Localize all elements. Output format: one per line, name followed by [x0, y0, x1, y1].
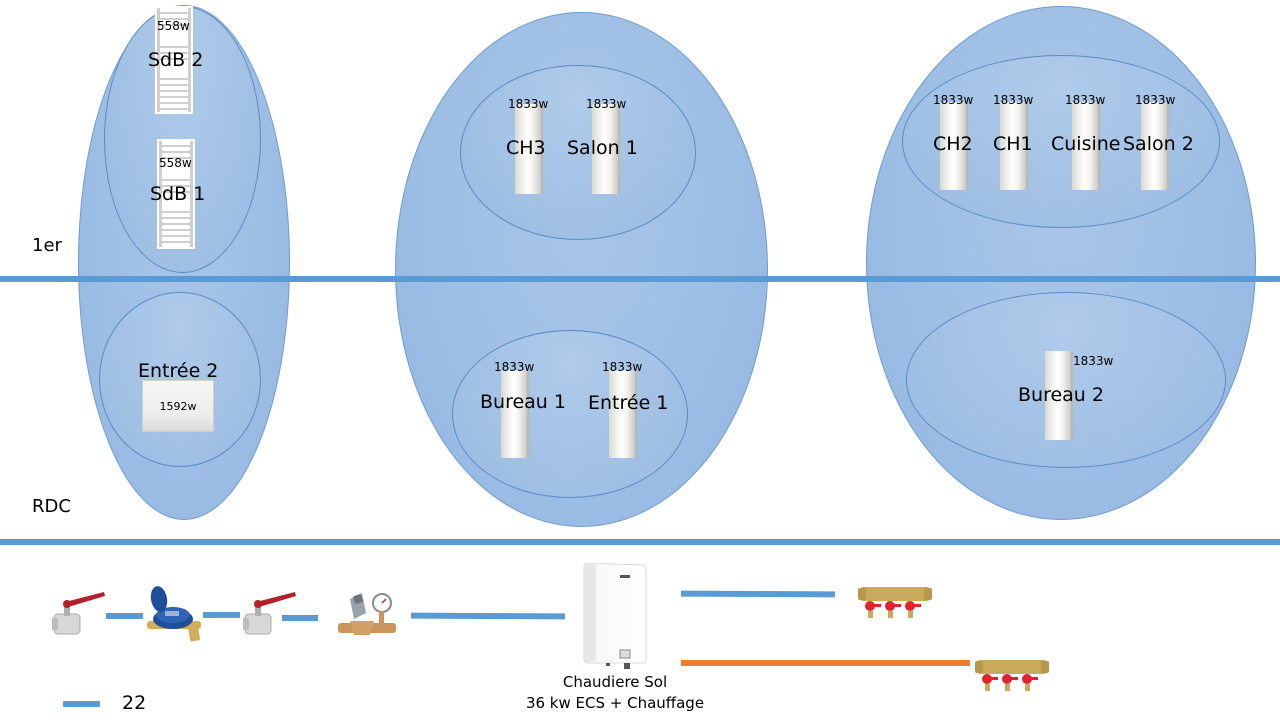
room-name-salon1: Salon 1	[567, 137, 638, 159]
vertical-radiator-icon	[501, 370, 527, 458]
boiler-caption-line1: Chaudiere Sol	[562, 673, 668, 691]
cold-pipe-outlet	[680, 590, 836, 598]
room-name-bureau2: Bureau 2	[1018, 384, 1104, 406]
cold-pipe-segment	[106, 613, 143, 619]
room-power-bureau2: 1833w	[1073, 354, 1114, 368]
room-area-entree2	[99, 292, 261, 467]
towel-radiator-icon	[155, 6, 193, 114]
room-name-entree2: Entrée 2	[138, 360, 219, 382]
vertical-radiator-icon	[515, 104, 541, 194]
room-area-ch3-salon1	[460, 65, 696, 240]
towel-radiator-icon	[157, 139, 195, 249]
legend-pipe-swatch	[63, 701, 100, 707]
room-power-entree2: 1592w	[159, 400, 197, 413]
legend-pipe-label: 22	[122, 692, 147, 714]
manifold-cold-icon	[858, 587, 932, 618]
room-power-salon1: 1833w	[586, 97, 627, 111]
room-power-cuisine: 1833w	[1065, 93, 1106, 107]
vertical-radiator-icon	[1045, 351, 1071, 440]
room-name-cuisine: Cuisine	[1051, 133, 1121, 155]
room-name-ch3: CH3	[506, 137, 546, 159]
vertical-radiator-icon	[1072, 102, 1098, 190]
cold-pipe-segment	[410, 612, 566, 620]
room-power-sdb2: 558w	[157, 19, 190, 33]
room-name-sdb1: SdB 1	[150, 183, 206, 205]
vertical-radiator-icon	[940, 102, 966, 190]
room-name-entree1: Entrée 1	[588, 392, 669, 414]
boiler-icon	[583, 563, 647, 669]
ball-valve-icon	[52, 592, 105, 635]
floor-divider-ground	[0, 539, 1280, 545]
room-name-sdb2: SdB 2	[148, 49, 204, 71]
pressure-reducer-icon	[338, 593, 396, 635]
room-name-ch2: CH2	[933, 133, 973, 155]
ball-valve-icon	[243, 592, 296, 635]
vertical-radiator-icon	[592, 104, 618, 194]
manifold-hot-icon	[975, 660, 1049, 691]
cold-pipe-segment	[282, 615, 318, 621]
room-name-ch1: CH1	[993, 133, 1033, 155]
vertical-radiator-icon	[1141, 102, 1167, 190]
room-power-ch3: 1833w	[508, 97, 549, 111]
room-power-entree1: 1833w	[602, 360, 643, 374]
vertical-radiator-icon	[609, 370, 635, 458]
floor-divider-upper	[0, 276, 1280, 282]
cold-pipe-segment	[203, 612, 240, 618]
water-meter-icon	[147, 586, 201, 642]
room-area-bureau1-entree1	[452, 330, 688, 498]
floor-label-upper: 1er	[32, 235, 62, 256]
vertical-radiator-icon	[1000, 102, 1026, 190]
boiler-caption-line2: 36 kw ECS + Chauffage	[525, 694, 705, 712]
room-power-ch1: 1833w	[993, 93, 1034, 107]
room-power-salon2: 1833w	[1135, 93, 1176, 107]
room-name-salon2: Salon 2	[1123, 133, 1194, 155]
room-power-ch2: 1833w	[933, 93, 974, 107]
room-power-bureau1: 1833w	[494, 360, 535, 374]
room-power-sdb1: 558w	[159, 156, 192, 170]
floor-label-ground: RDC	[32, 496, 71, 517]
hot-pipe-outlet	[681, 660, 970, 666]
panel-radiator-icon: 1592w	[142, 380, 214, 432]
room-name-bureau1: Bureau 1	[480, 391, 566, 413]
